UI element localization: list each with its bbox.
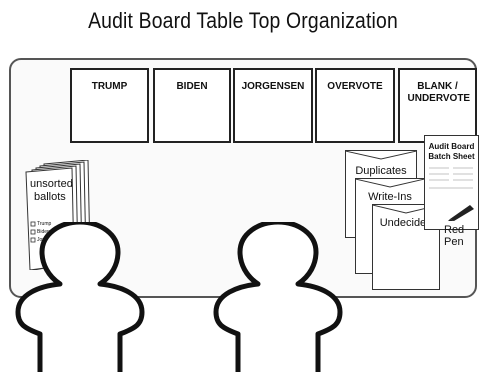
envelope-label: Duplicates bbox=[355, 165, 407, 177]
batch-sheet-title-line2: Batch Sheet bbox=[428, 152, 475, 161]
red-pen-label: Red Pen bbox=[444, 224, 465, 248]
checkbox-label-trump: Trump bbox=[37, 221, 52, 227]
batch-sheet-title-line1: Audit Board bbox=[428, 142, 475, 151]
envelope-label: Undecided bbox=[379, 217, 433, 229]
bin-blank-undervote: BLANK / UNDERVOTE bbox=[398, 68, 477, 143]
batch-sheet-form-icon bbox=[429, 167, 473, 189]
bin-label: BLANK / UNDERVOTE bbox=[407, 81, 471, 104]
bin-trump: TRUMP bbox=[70, 68, 149, 143]
diagram-title: Audit Board Table Top Organization bbox=[88, 8, 398, 33]
audit-board-batch-sheet: Audit Board Batch Sheet bbox=[424, 135, 479, 230]
auditor-person-icon bbox=[15, 222, 145, 372]
bin-biden: BIDEN bbox=[153, 68, 231, 143]
bin-overvote: OVERVOTE bbox=[315, 68, 395, 143]
ballots-label-line2: ballots bbox=[34, 191, 66, 203]
envelope-label: Write-Ins bbox=[368, 191, 412, 203]
bin-label: OVERVOTE bbox=[327, 81, 383, 92]
envelope-flap-icon bbox=[356, 179, 424, 188]
auditor-person-icon bbox=[213, 222, 343, 372]
ballots-label-line1: unsorted bbox=[30, 178, 73, 190]
bin-label: BIDEN bbox=[176, 81, 208, 92]
bin-label: JORGENSEN bbox=[241, 81, 305, 92]
bin-jorgensen: JORGENSEN bbox=[233, 68, 313, 143]
envelope-flap-icon bbox=[346, 151, 416, 160]
bin-label: TRUMP bbox=[91, 81, 128, 92]
checkbox-label-biden: Biden bbox=[37, 229, 50, 235]
red-pen-icon bbox=[448, 205, 474, 221]
